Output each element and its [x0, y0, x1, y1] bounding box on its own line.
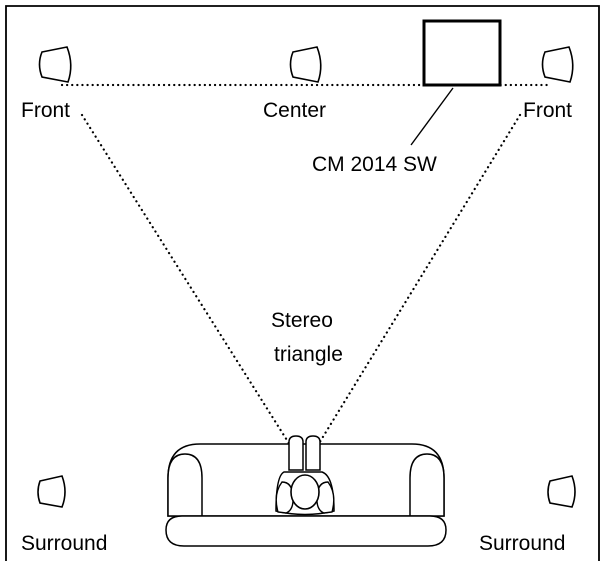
front-left-speaker-icon — [38, 46, 72, 83]
triangle-right-side — [316, 113, 522, 447]
surround-right-speaker-icon — [547, 475, 576, 508]
triangle-left-side — [80, 113, 292, 447]
center-label: Center — [263, 99, 326, 122]
surround-left-speaker-icon — [37, 475, 66, 508]
front-right-label: Front — [523, 99, 572, 122]
center-speaker-icon — [289, 46, 322, 83]
stereo-triangle-label-line2: triangle — [274, 343, 343, 366]
surround-left-label: Surround — [21, 532, 107, 555]
subwoofer-icon — [422, 19, 502, 87]
room-wall — [5, 5, 600, 561]
stereo-triangle-label-line1: Stereo — [271, 309, 333, 332]
front-left-label: Front — [21, 99, 70, 122]
subwoofer-leader-line — [410, 87, 454, 146]
front-right-speaker-icon — [541, 46, 574, 83]
surround-right-label: Surround — [479, 532, 565, 555]
listener-icon — [275, 435, 335, 516]
subwoofer-label: CM 2014 SW — [312, 153, 437, 176]
